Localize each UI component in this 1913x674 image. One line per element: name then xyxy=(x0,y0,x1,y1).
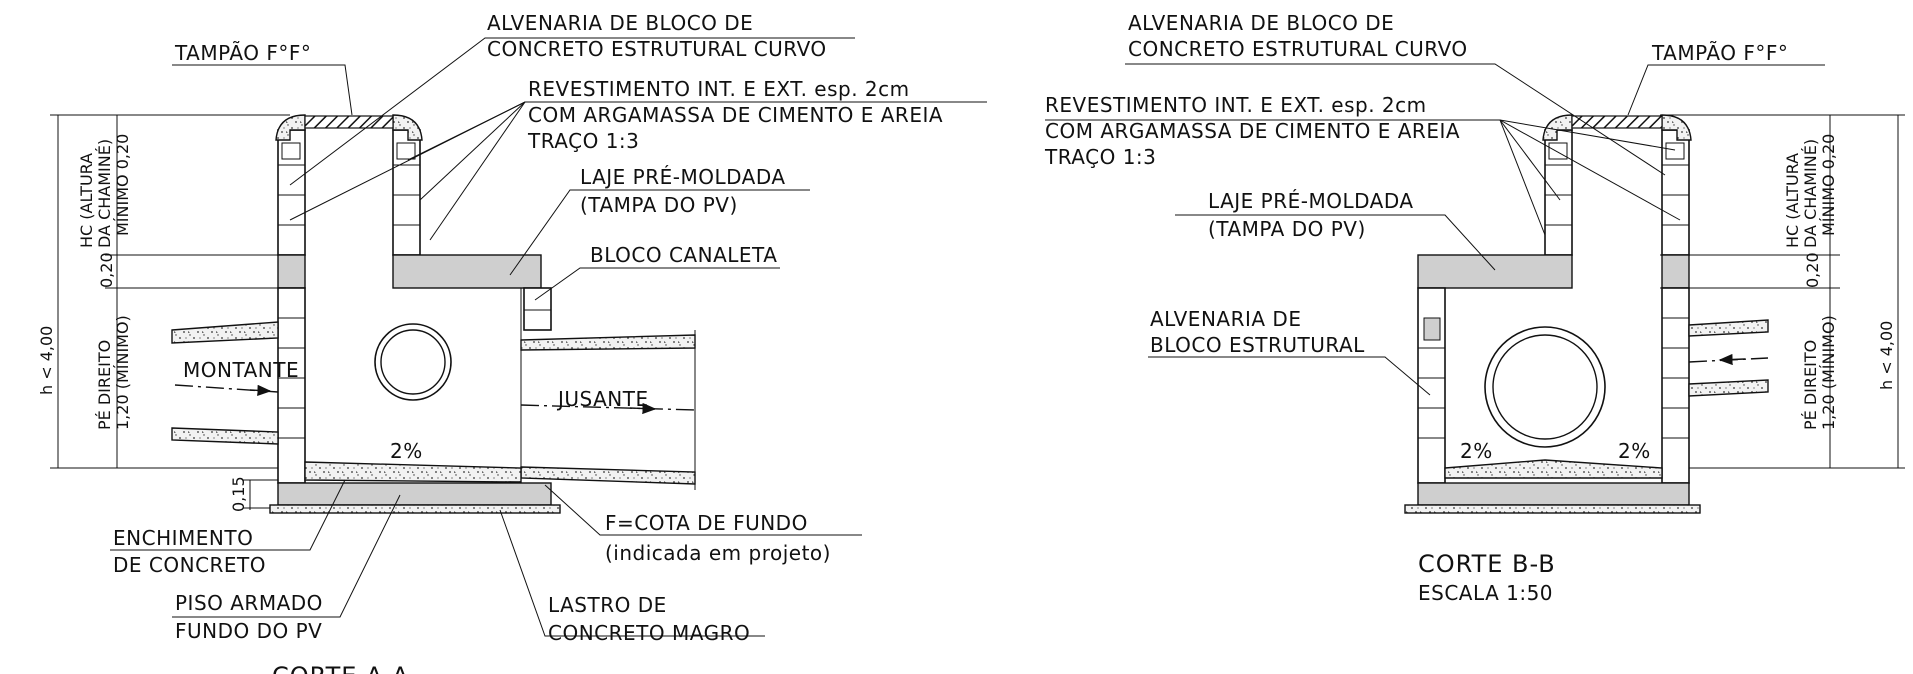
dim-base-a: 0,15 xyxy=(229,476,248,512)
outlet-pipe-jusante xyxy=(520,330,696,490)
side-pipe-b xyxy=(1688,319,1769,397)
label-lastro-1: LASTRO DE xyxy=(548,593,667,617)
chimney-walls-b xyxy=(1542,114,1692,256)
dim-laje-thk-a: 0,20 xyxy=(97,252,116,288)
slab-a xyxy=(392,254,542,289)
label-slope-right-b: 2% xyxy=(1618,439,1651,463)
label-cota-1: F=COTA DE FUNDO xyxy=(605,511,808,535)
label-piso-2: FUNDO DO PV xyxy=(175,619,322,643)
dim-h-a: h < 4,00 xyxy=(37,326,56,395)
label-laje-1: LAJE PRÉ-MOLDADA xyxy=(580,165,786,189)
label-tampao: TAMPÃO F°F° xyxy=(174,41,311,65)
label-escala-b: ESCALA 1:50 xyxy=(1418,581,1553,605)
label-enchimento-1: ENCHIMENTO xyxy=(113,526,253,550)
section-b-b: ALVENARIA DE BLOCO DE CONCRETO ESTRUTURA… xyxy=(1044,11,1905,605)
dim-hc-1-a: HC (ALTURA xyxy=(77,153,96,248)
dim-pe-2-b: 1,20 (MÍNIMO) xyxy=(1819,315,1838,430)
label-revestimento-3-b: TRAÇO 1:3 xyxy=(1044,145,1156,169)
label-alvenaria-curvo-1-b: ALVENARIA DE BLOCO DE xyxy=(1128,11,1394,35)
ring-beam-a xyxy=(277,254,306,289)
label-enchimento-2: DE CONCRETO xyxy=(113,553,266,577)
section-a-a: TAMPÃO F°F° ALVENARIA DE BLOCO DE CONCRE… xyxy=(37,11,987,674)
label-slope-a: 2% xyxy=(390,439,423,463)
dim-pe-1-b: PÉ DIREITO xyxy=(1801,340,1820,430)
label-piso-1: PISO ARMADO xyxy=(175,591,323,615)
title-corte-a-a: CORTE A-A xyxy=(272,662,409,674)
label-slope-left-b: 2% xyxy=(1460,439,1493,463)
floor-b xyxy=(1404,459,1701,514)
label-alvenaria-2-b: BLOCO ESTRUTURAL xyxy=(1150,333,1365,357)
label-tampao-b: TAMPÃO F°F° xyxy=(1651,41,1788,65)
label-cota-2: (indicada em projeto) xyxy=(605,541,831,565)
dimension-lines-a xyxy=(50,114,300,510)
pipe-opening-b xyxy=(1484,326,1606,448)
ring-beam-b xyxy=(1661,254,1690,289)
label-revestimento-2: COM ARGAMASSA DE CIMENTO E AREIA xyxy=(528,103,943,127)
label-revestimento-2-b: COM ARGAMASSA DE CIMENTO E AREIA xyxy=(1045,119,1460,143)
slab-b xyxy=(1417,254,1573,289)
title-corte-b-b: CORTE B-B xyxy=(1418,550,1556,578)
dim-hc-1-b: HC (ALTURA xyxy=(1783,153,1802,248)
label-alvenaria-curvo-1: ALVENARIA DE BLOCO DE xyxy=(487,11,753,35)
label-alvenaria-curvo-2: CONCRETO ESTRUTURAL CURVO xyxy=(487,37,827,61)
dim-hc-3-b: MÍNIMO 0,20 xyxy=(1819,134,1838,236)
chamber-walls-b xyxy=(1417,287,1690,484)
label-laje-1-b: LAJE PRÉ-MOLDADA xyxy=(1208,189,1414,213)
label-bloco-canaleta: BLOCO CANALETA xyxy=(590,243,777,267)
dim-h-b: h < 4,00 xyxy=(1877,321,1896,390)
dim-hc-2-a: DA CHAMINÉ) xyxy=(95,139,114,248)
label-alvenaria-1-b: ALVENARIA DE xyxy=(1150,307,1301,331)
pipe-opening-a xyxy=(374,323,452,401)
dimension-lines-b xyxy=(1660,114,1905,469)
leaders-a xyxy=(110,37,987,637)
label-alvenaria-curvo-2-b: CONCRETO ESTRUTURAL CURVO xyxy=(1128,37,1468,61)
label-montante: MONTANTE xyxy=(183,358,299,382)
dim-hc-2-b: DA CHAMINÉ) xyxy=(1801,139,1820,248)
dim-laje-thk-b: 0,20 xyxy=(1803,252,1822,288)
label-revestimento-1: REVESTIMENTO INT. E EXT. esp. 2cm xyxy=(528,77,910,101)
dim-pe-2-a: 1,20 (MÍNIMO) xyxy=(113,315,132,430)
label-laje-2-b: (TAMPA DO PV) xyxy=(1208,217,1366,241)
inlet-pipe-montante xyxy=(171,321,279,445)
dim-hc-3-a: MÍNIMO 0,20 xyxy=(113,134,132,236)
chamber-walls-a xyxy=(277,287,552,484)
dim-pe-1-a: PÉ DIREITO xyxy=(95,340,114,430)
leaders-b xyxy=(1045,63,1825,396)
label-revestimento-1-b: REVESTIMENTO INT. E EXT. esp. 2cm xyxy=(1045,93,1427,117)
label-jusante: JUSANTE xyxy=(556,387,649,411)
chimney-walls-a xyxy=(275,114,423,256)
label-laje-2: (TAMPA DO PV) xyxy=(580,193,738,217)
label-lastro-2: CONCRETO MAGRO xyxy=(548,621,750,645)
floor-a xyxy=(269,461,561,514)
label-revestimento-3: TRAÇO 1:3 xyxy=(527,129,639,153)
